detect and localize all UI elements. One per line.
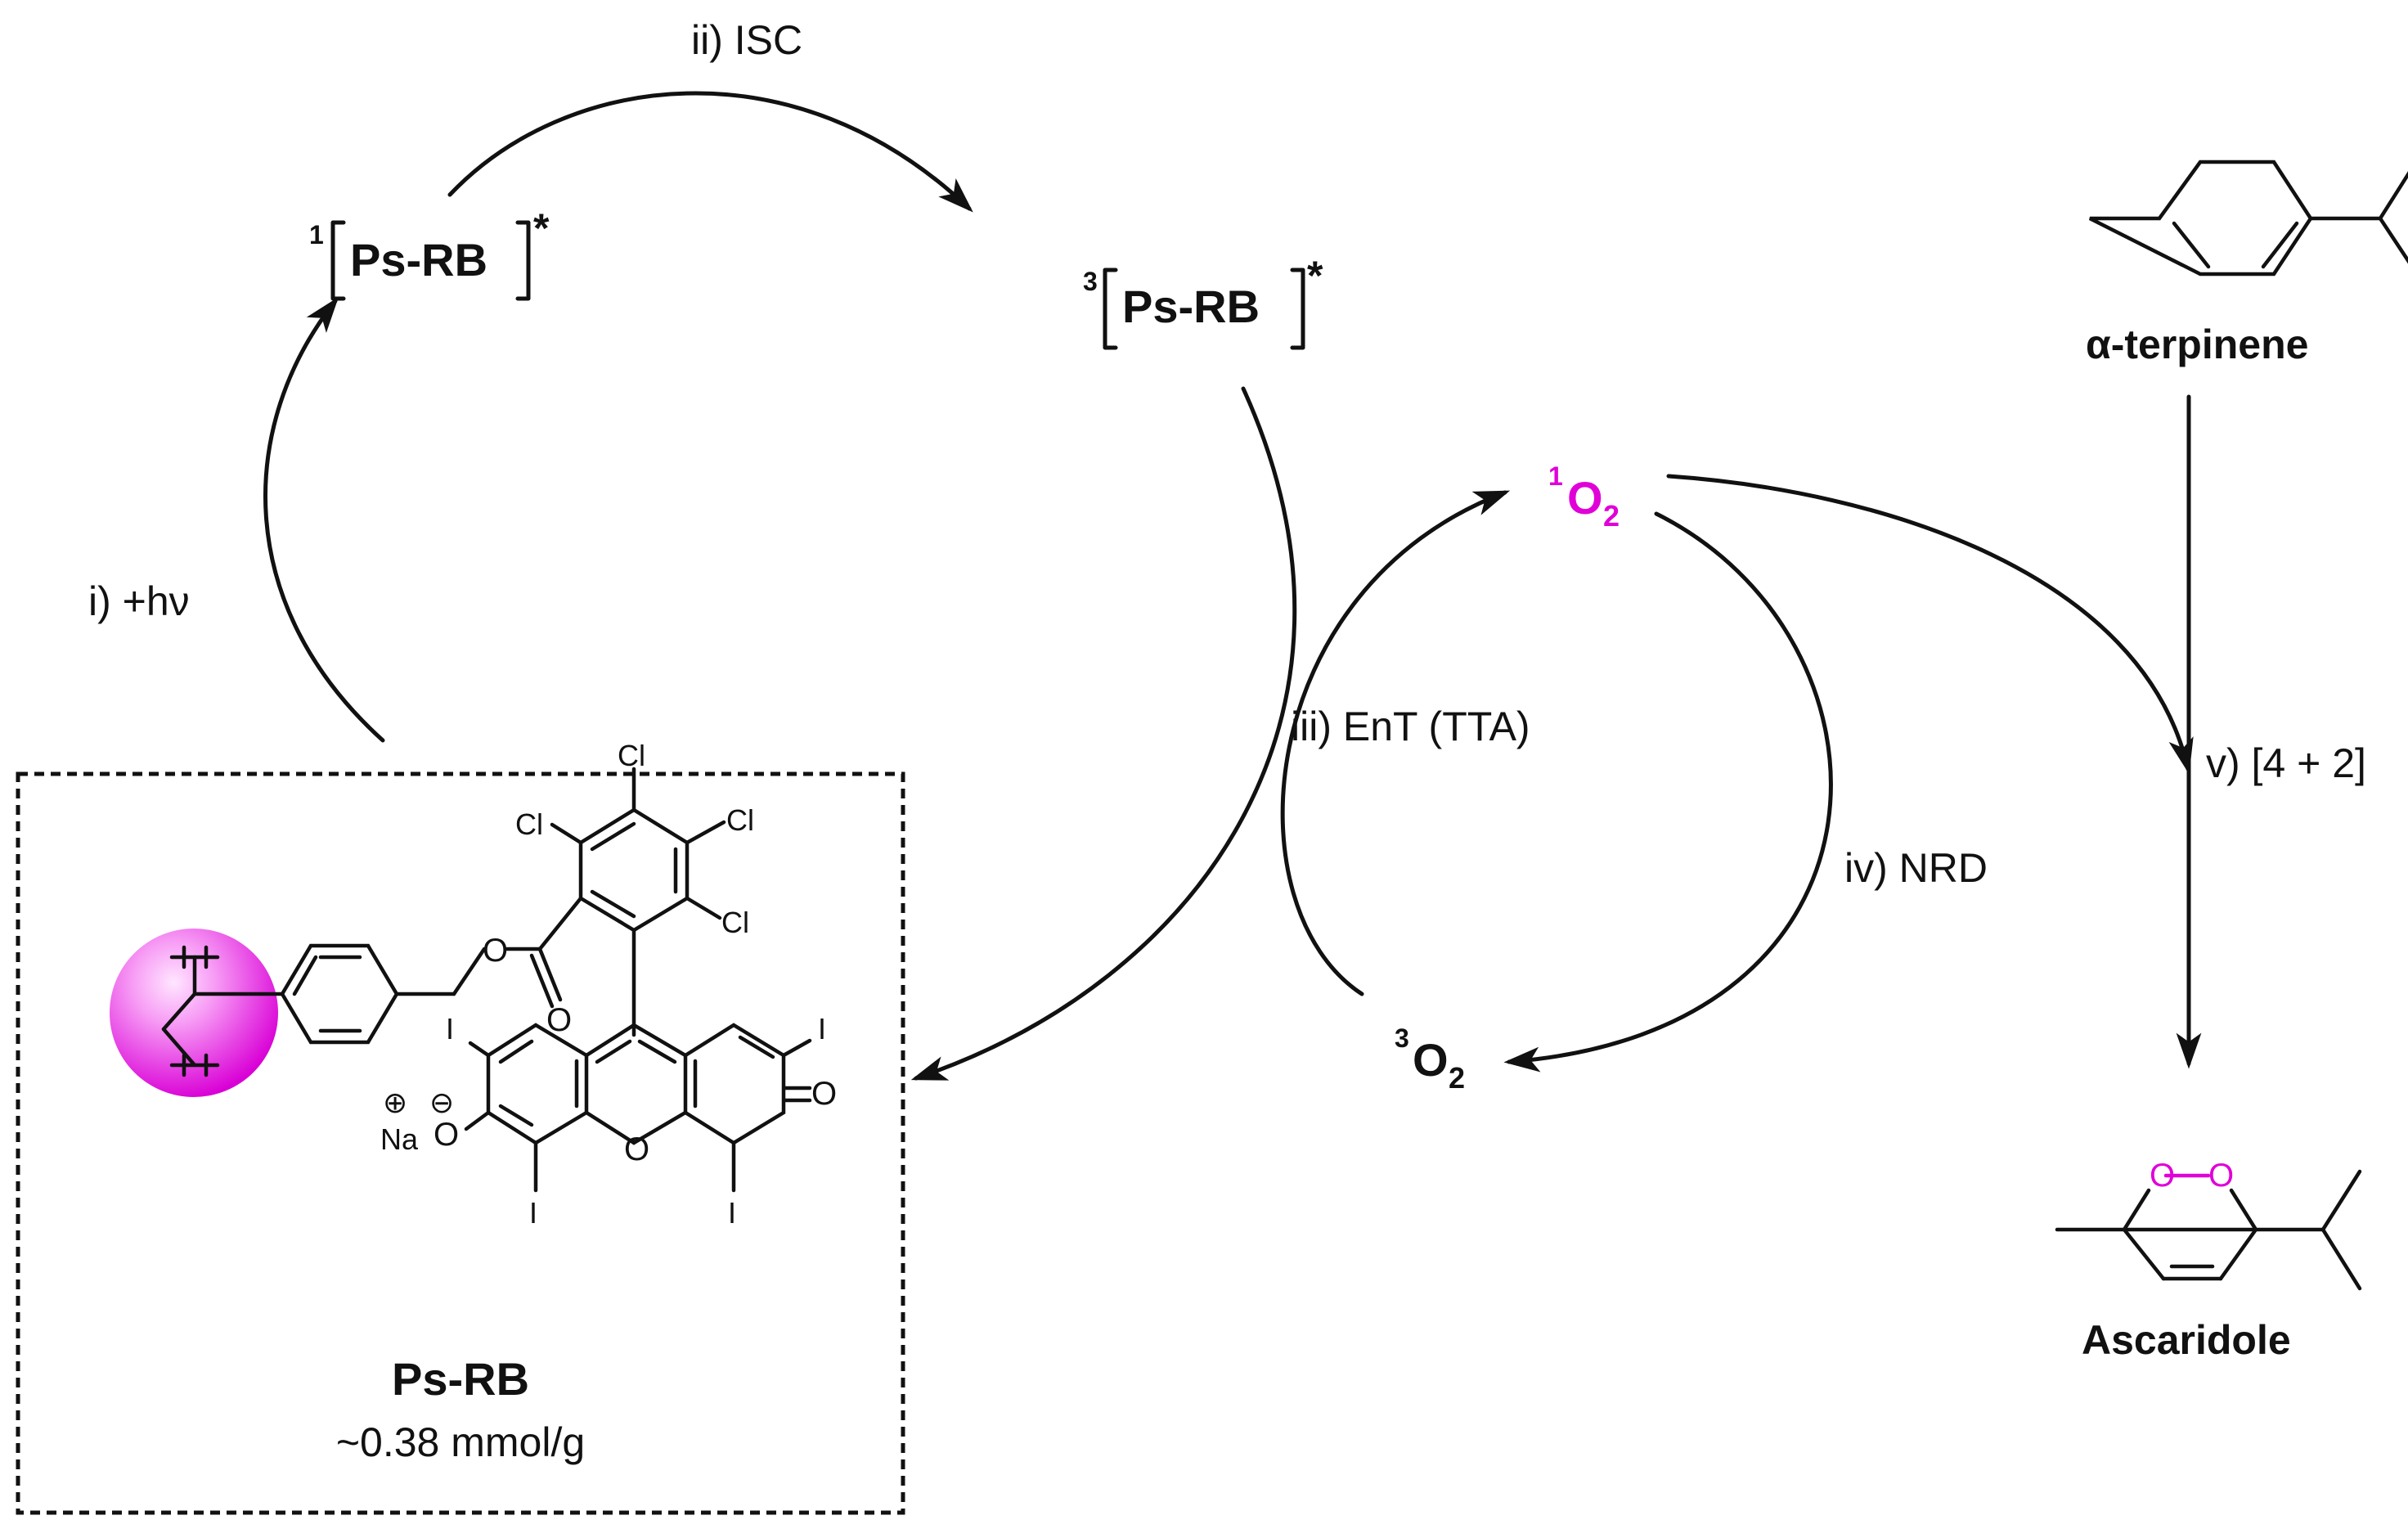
singlet-excited-photosensitizer: 1 Ps-RB * [309,205,550,301]
arrow-ent [1280,490,1511,996]
ascaridole-oxygen-right: O [2208,1158,2234,1194]
svg-text:O: O [1413,1034,1449,1086]
xanthene-core [464,1023,812,1193]
svg-text:3: 3 [1395,1023,1409,1053]
phenolate-minus-charge: ⊖ [429,1086,454,1119]
polymer-backbone [161,945,285,1077]
label-step-excitation: i) +hν [88,578,190,624]
svg-text:1: 1 [309,220,324,250]
triplet-oxygen: 3 O 2 [1395,1023,1465,1095]
arrow-nrd [1503,511,1833,1073]
chlorine-bottom-right: Cl [721,906,749,939]
triplet-excited-photosensitizer: 3 Ps-RB * [1083,253,1323,350]
sodium-plus-charge: ⊕ [383,1086,407,1119]
xanthene-oxygen: O [624,1131,649,1167]
ascaridole-structure [2055,1169,2362,1291]
alpha-terpinene-structure [2088,160,2408,277]
svg-text:3: 3 [1083,267,1098,296]
iodine-lower-right: I [728,1196,736,1230]
polymer-bead [110,929,278,1097]
arrow-isc [447,91,973,213]
chlorine-right: Cl [726,803,754,837]
svg-text:2: 2 [1449,1061,1465,1095]
tetrachlorophenyl-ring [550,767,726,1028]
svg-text:*: * [533,205,550,251]
svg-text:2: 2 [1603,499,1620,533]
catalyst-box [16,771,905,1515]
phenolate-oxygen: O [434,1117,459,1153]
arrow-singlet-oxygen-to-cycloaddition [1666,474,2194,775]
label-step-isc: ii) ISC [691,17,802,63]
arrow-excitation [263,296,385,743]
iodine-lower-left: I [529,1196,537,1230]
label-step-cycloaddition: v) [4 + 2] [2206,740,2366,786]
chlorine-top: Cl [618,739,645,772]
label-ascaridole: Ascaridole [2082,1317,2291,1363]
label-alpha-terpinene: α-terpinene [2086,322,2308,367]
benzyl-linker [280,896,583,1045]
ascaridole-oxygen-left: O [2150,1158,2175,1194]
catalyst-loading: ~0.38 mmol/g [336,1419,585,1465]
svg-text:Ps-RB: Ps-RB [1122,281,1260,332]
svg-text:Ps-RB: Ps-RB [350,234,487,286]
label-step-nrd: iv) NRD [1844,845,1988,891]
iodine-upper-left: I [446,1012,454,1046]
sodium-counterion: Na [380,1122,419,1156]
singlet-oxygen: 1 O 2 [1548,461,1620,533]
svg-text:*: * [1307,253,1323,299]
catalyst-name: Ps-RB [392,1353,529,1405]
arrow-regeneration [910,386,1297,1081]
iodine-upper-right: I [818,1012,826,1046]
svg-text:1: 1 [1548,461,1563,491]
svg-text:O: O [1567,472,1603,524]
chlorine-left: Cl [515,807,543,841]
ester-oxygen: O [483,933,508,969]
ketone-oxygen: O [811,1076,837,1112]
label-step-ent: iii) EnT (TTA) [1291,704,1530,749]
